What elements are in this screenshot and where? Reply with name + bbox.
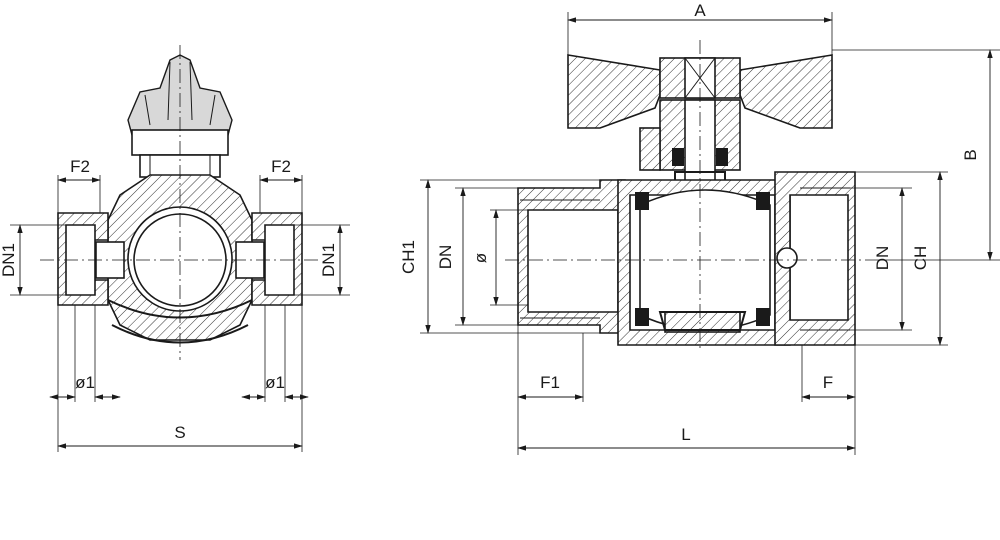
dim-ch1: CH1 <box>399 240 418 274</box>
dim-f1: F1 <box>540 373 560 392</box>
dim-ch: CH <box>911 246 930 271</box>
right-right-end <box>774 171 856 346</box>
right-view: A B CH1 DN ø DN CH F1 <box>399 1 1000 455</box>
dim-a: A <box>694 1 706 20</box>
right-body <box>617 179 791 346</box>
dim-dn1-left: DN1 <box>0 243 18 277</box>
dim-s: S <box>174 423 185 442</box>
dim-d1-left: ø1 <box>75 373 95 392</box>
dim-b: B <box>961 149 980 160</box>
left-view: F2 F2 DN1 DN1 ø1 ø1 S <box>0 45 350 452</box>
dim-dn-left: DN <box>436 245 455 270</box>
dim-d1-right: ø1 <box>265 373 285 392</box>
dim-f2-right: F2 <box>271 157 291 176</box>
right-left-end <box>517 179 626 334</box>
dim-dn1-right: DN1 <box>319 243 338 277</box>
dim-l: L <box>681 425 690 444</box>
dim-dn-right: DN <box>873 246 892 271</box>
dim-phi: ø <box>471 253 490 263</box>
dim-f2-left: F2 <box>70 157 90 176</box>
dim-f: F <box>823 373 833 392</box>
